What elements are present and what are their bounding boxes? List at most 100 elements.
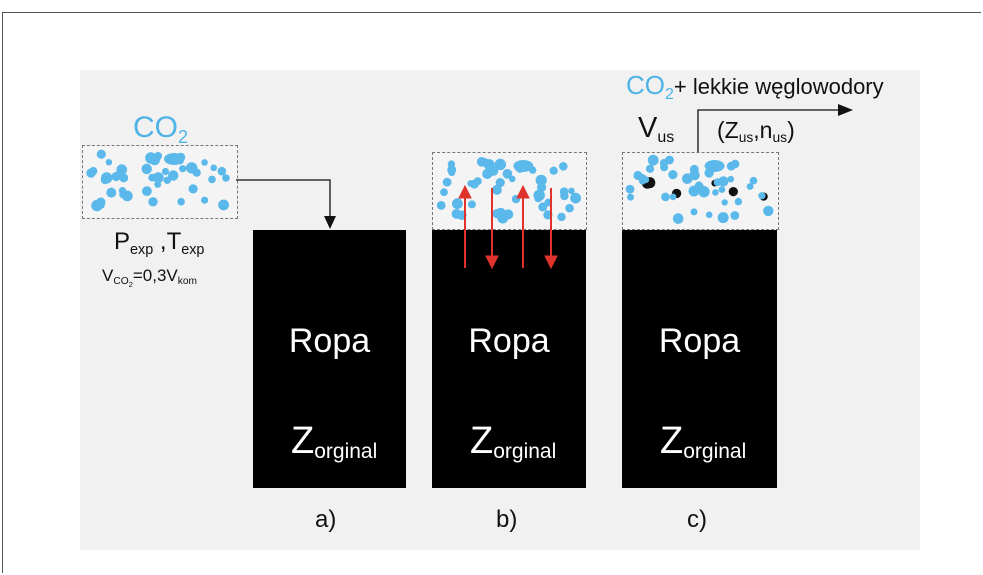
box-b-co2-bubble: [535, 174, 547, 186]
box-a-co2-bubble: [142, 186, 152, 197]
box-c-co2-bubble: [672, 213, 684, 224]
box-c-co2-bubble: [633, 170, 643, 180]
co2-bubbles-a: [86, 149, 230, 212]
oil-label-c: Ropa: [658, 322, 741, 360]
oil-column-c: Ropa Zorginal: [622, 230, 777, 488]
extracted-rest: + lekkie węglowodory: [673, 74, 884, 99]
volume-sub: CO2: [113, 276, 133, 289]
box-c-co2-bubble: [717, 212, 729, 224]
box-a-co2-bubble: [153, 152, 162, 161]
box-b-large-bubble: [513, 160, 534, 172]
box-b-co2-bubble: [533, 189, 545, 201]
box-b-co2-bubble: [452, 198, 463, 210]
pressure-temperature-label: Pexp ,Texp: [114, 228, 204, 258]
box-c-co2-bubble: [763, 205, 774, 217]
co2-bubbles-b: [436, 157, 581, 224]
z-original-a: Zorginal: [291, 420, 377, 463]
oil-column-a: Ropa Zorginal: [253, 230, 406, 488]
transfer-arrow-head: [324, 216, 336, 229]
z-sub-a: orginal: [314, 440, 378, 464]
box-b-co2-bubble: [473, 177, 482, 186]
z-original-c: Zorginal: [660, 420, 746, 463]
box-c-heavy-molecule: [728, 187, 738, 197]
box-b-co2-bubble: [448, 169, 456, 177]
box-c-co2-bubble: [746, 183, 754, 190]
co2-label: CO2: [133, 111, 189, 147]
box-b-co2-bubble: [502, 169, 513, 179]
comp-close: ): [787, 117, 795, 143]
box-c-co2-bubble: [718, 176, 729, 187]
box-a-co2-bubble: [97, 201, 105, 209]
box-a-co2-bubble: [188, 184, 198, 194]
pressure-main: P: [114, 228, 131, 255]
pressure-sub: exp: [130, 241, 154, 258]
box-b-co2-bubble: [467, 200, 476, 209]
extracted-co2-main: CO: [626, 70, 665, 100]
vapor-volume-label: Vus: [638, 112, 674, 146]
box-c-co2-bubble: [642, 176, 650, 184]
down-arrow-1-head: [485, 255, 499, 270]
comp-mid: ,n: [753, 117, 773, 143]
box-c-large-bubble: [704, 160, 725, 172]
box-c-co2-bubble: [731, 159, 740, 169]
box-b-co2-bubble: [495, 178, 505, 188]
box-a-co2-bubble: [148, 197, 158, 207]
extracted-phase-label: CO2+ lekkie węglowodory: [626, 70, 884, 104]
box-c-co2-bubble: [749, 176, 758, 185]
box-a-co2-bubble: [222, 174, 230, 182]
box-c-co2-bubble: [665, 155, 674, 165]
box-c-co2-bubble: [690, 208, 698, 216]
separator: ,: [153, 228, 167, 255]
box-a-large-bubble: [164, 153, 184, 165]
box-b-co2-bubble: [436, 201, 446, 210]
extracted-co2-sub: 2: [665, 86, 674, 104]
box-b-co2-bubble: [467, 180, 474, 187]
box-b-co2-bubble: [560, 191, 569, 201]
oil-label-b: Ropa: [468, 322, 550, 360]
caption-b: b): [496, 506, 518, 533]
box-a-co2-bubble: [96, 149, 106, 159]
box-c-co2-bubble: [625, 184, 635, 194]
composition-label: (Zus,nus): [717, 117, 795, 146]
z-main-c: Z: [660, 420, 684, 462]
box-a-co2-bubble: [217, 166, 227, 176]
box-a-co2-bubble: [208, 175, 216, 184]
box-a-co2-bubble: [177, 197, 185, 206]
volume-sub-co: CO: [113, 276, 129, 288]
figure-frame: [2, 12, 981, 573]
box-c-co2-bubble: [730, 211, 740, 220]
box-c-co2-bubble: [718, 186, 726, 193]
box-a-co2-bubble: [168, 170, 179, 181]
box-c-co2-bubble: [661, 192, 670, 202]
box-b-co2-bubble: [491, 184, 502, 195]
box-a-co2-bubble: [210, 164, 217, 172]
mass-transfer-arrows: [458, 184, 558, 270]
z-sub-b: orginal: [493, 440, 557, 464]
z-sub-c: orginal: [683, 440, 747, 464]
box-a-co2-bubble: [141, 163, 152, 175]
box-c-co2-bubble: [727, 175, 735, 183]
volume-main: V: [102, 266, 114, 285]
co2-label-sub: 2: [178, 126, 189, 147]
box-a-co2-bubble: [106, 187, 117, 198]
box-b-co2-bubble: [440, 188, 448, 197]
box-b-co2-bubble: [572, 195, 580, 204]
box-c-co2-bubble: [694, 182, 704, 192]
volume-sub-2: 2: [128, 279, 133, 289]
caption-a: a): [315, 506, 337, 533]
comp-z-sub: us: [738, 130, 754, 146]
volume-ratio-label: VCO2=0,3Vkom: [102, 266, 197, 289]
box-b-co2-bubble: [559, 162, 568, 171]
box-b-co2-bubble: [481, 158, 489, 166]
box-c-co2-bubble: [721, 199, 728, 206]
oil-label-a: Ropa: [288, 322, 371, 360]
transfer-connector-line: [236, 179, 331, 222]
box-c-co2-bubble: [645, 164, 655, 173]
z-original-b: Zorginal: [470, 420, 556, 463]
temperature-main: T: [166, 228, 182, 255]
output-connector-line: [697, 109, 840, 152]
box-b-co2-bubble: [494, 158, 506, 171]
co2-label-main: CO: [133, 111, 178, 144]
box-a-co2-bubble: [153, 172, 164, 184]
